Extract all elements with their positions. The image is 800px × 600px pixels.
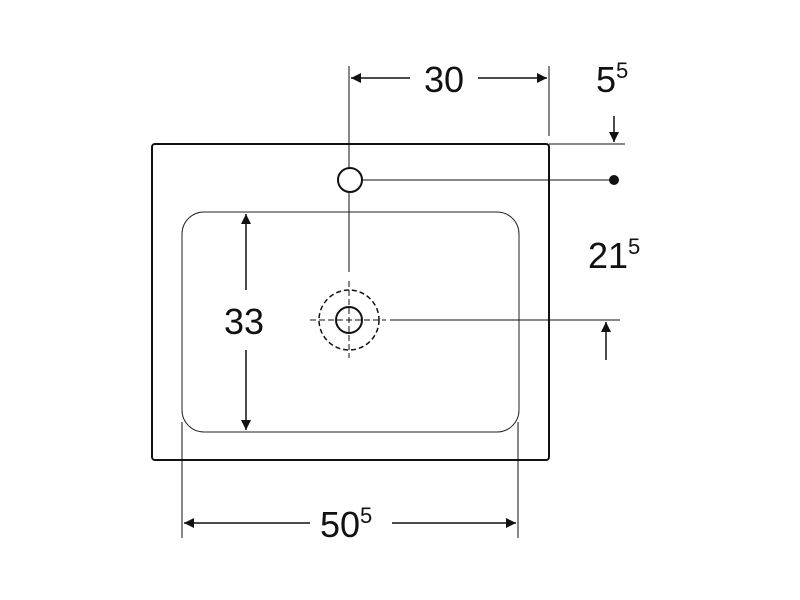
tap-hole xyxy=(337,167,363,193)
dim-21-5-label: 215 xyxy=(588,234,640,276)
dim-30-label: 30 xyxy=(424,59,464,100)
tap-hole-reference-dot xyxy=(609,175,619,185)
basin-outline xyxy=(151,143,550,461)
bowl-outline xyxy=(181,211,520,433)
drain-inner xyxy=(335,306,363,334)
dim-50-5-label: 505 xyxy=(320,503,372,545)
dim-5-5-label: 55 xyxy=(596,58,628,100)
dim-33-label: 33 xyxy=(224,301,264,342)
